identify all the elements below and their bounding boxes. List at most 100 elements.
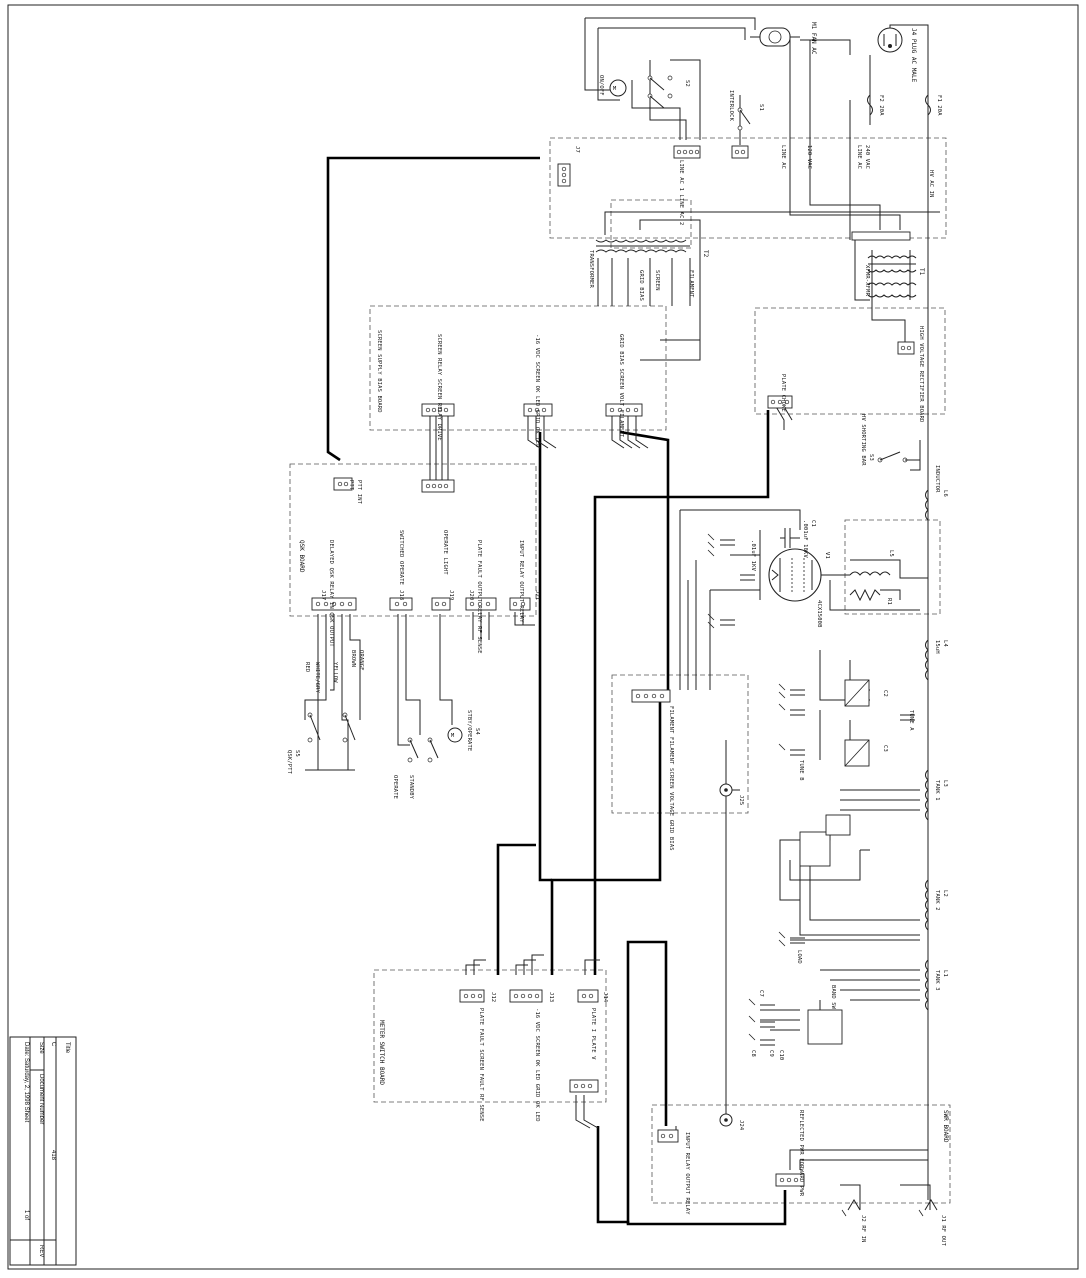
label-filament: FILAMENT — [688, 270, 694, 298]
label-swr-board: SWR BOARD — [942, 1110, 949, 1143]
label-f2: F2 20A — [878, 95, 884, 116]
rf-in-jack-symbol — [841, 1199, 861, 1217]
label-j17: J17 — [320, 590, 326, 600]
connector-screen-relay-2 — [421, 479, 455, 493]
connector-screen-relay — [421, 403, 455, 417]
label-s1: S1 — [758, 104, 764, 111]
capacitor-c1-symbol — [780, 528, 800, 548]
label-input-relay: INPUT RELAY OUTPUT RELAY — [684, 1132, 690, 1215]
plug-j4-symbol — [877, 27, 903, 53]
label-meter-j12: PLATE FAULT SCREEN FAULT RF SENSE — [478, 1008, 484, 1122]
label-t2: T2 — [702, 250, 709, 258]
label-plate-fault: PLATE FAULT OUTPUT RELAY RF SENSE — [476, 540, 482, 654]
label-hv-rectifier: HIGH VOLTAGE RECTIFIER BOARD — [918, 326, 924, 422]
meter-switch-board-outline — [373, 969, 607, 1103]
variable-cap-c3-symbol — [844, 739, 870, 767]
label-l1: L1 — [942, 970, 948, 977]
label-tune-b: TUNE B — [798, 760, 804, 781]
label-hv-ac-in: HV AC IN — [928, 170, 934, 198]
label-input-relay-2: INPUT RELAY OUTPUT RELAY — [518, 540, 524, 623]
doc-number-label: Document Number — [38, 1074, 44, 1124]
label-inductor: INDUCTOR — [934, 465, 940, 493]
label-j21: J21 — [534, 590, 540, 600]
connector-hv-rectifier — [897, 341, 915, 355]
label-operate-light: OPERATE LIGHT — [442, 530, 448, 575]
label-tank2: TANK 2 — [934, 890, 940, 911]
svg-text:M: M — [613, 86, 617, 92]
switch-s2-symbol — [647, 75, 673, 109]
label-j24: J24 — [738, 1120, 744, 1130]
transformer-t1-symbol — [867, 255, 917, 298]
label-j20: J20 — [468, 590, 474, 600]
connector-j23 — [631, 689, 671, 703]
fan-m1-symbol — [750, 27, 800, 47]
size-label: Size — [38, 1042, 44, 1054]
svg-text:M: M — [451, 733, 455, 739]
connector-bias-vdc — [523, 403, 553, 417]
sheet-border — [7, 4, 1079, 1270]
label-cx-val: .01uF 1KV — [750, 540, 756, 572]
label-wire-orange: ORANGE — [358, 650, 364, 671]
connector-input-relay — [657, 1129, 679, 1143]
label-wire-red: RED — [304, 662, 310, 672]
label-v1: V1 — [824, 552, 830, 559]
connector-j13 — [509, 989, 543, 1003]
connector-j21 — [509, 597, 531, 611]
label-l2: L2 — [942, 890, 948, 897]
coax-j25-symbol — [719, 783, 733, 797]
label-r1: R1 — [886, 598, 892, 605]
label-qsk-lines: DELAYED QSK RELAY IN QSK OUTPUT — [328, 540, 334, 647]
title-label: Title — [64, 1042, 70, 1054]
transformer-t2-symbol — [595, 239, 690, 253]
connector-swr — [775, 1173, 805, 1187]
label-operate: OPERATE — [392, 775, 398, 799]
label-c1: C1 — [810, 520, 816, 527]
label-screen-supply: SCREEN SUPPLY BIAS BOARD — [376, 330, 382, 413]
label-c3: C3 — [882, 745, 888, 752]
screen-supply-board-outline — [369, 305, 667, 431]
label-wire-brown: BROWN — [350, 650, 356, 667]
label-c8: C8 — [750, 1050, 756, 1057]
band-switch-1-symbol — [799, 814, 851, 867]
label-screen-relay: SCREEN RELAY SCREEN RELAY DRIVE — [436, 334, 442, 441]
connector-j14 — [577, 989, 599, 1003]
label-wire-yellow: YELLOW — [332, 662, 338, 683]
label-band-sw: BAND SW — [830, 985, 836, 1010]
label-l5: L5 — [888, 550, 894, 557]
connector-t1-out — [851, 231, 911, 241]
switch-s5-symbol — [305, 712, 356, 771]
label-meter-j13: -16 VDC SCREEN OK LED GRID OK LED — [534, 1008, 540, 1122]
label-on-off: ON/OFF — [598, 75, 604, 96]
label-bias-vdc: -16 VDC SCREEN OK LED GRID OK LED — [534, 334, 540, 448]
tune-caps-ground — [778, 683, 915, 756]
connector-j12 — [459, 989, 485, 1003]
size-value: C — [50, 1042, 56, 1047]
switch-s1-symbol — [737, 107, 751, 131]
label-j18: J18 — [398, 590, 404, 600]
connector-j17 — [311, 597, 357, 611]
label-j1: J1 RF OUT — [940, 1215, 946, 1247]
label-j25: J25 — [738, 795, 744, 805]
bypass-cap-group — [707, 533, 755, 629]
hv-shorting-switch-symbol — [877, 451, 920, 463]
label-hv-xfmr: XFMR-XFMR — [864, 265, 870, 297]
label-j7: J7 — [574, 146, 580, 153]
label-tank3: TANK 3 — [934, 970, 940, 991]
label-grid-block: FILAMENT FILAMENT SCREEN VOLTAGE GRID BI… — [668, 706, 674, 851]
title-block: Title Size Document Number C 418 REV Dat… — [9, 1036, 77, 1266]
label-c10: C10 — [778, 1050, 784, 1060]
tube-v1-symbol — [768, 548, 822, 602]
qsk-board-outline — [289, 463, 537, 617]
label-j12: J12 — [490, 992, 496, 1002]
label-refl-fwd: REFLECTED PWR FORWARD PWR — [798, 1110, 804, 1197]
transformer-t2-outline — [610, 199, 692, 249]
inductor-l3-symbol — [925, 769, 929, 821]
tube-board-outline — [844, 519, 941, 615]
label-l6: L6 — [942, 490, 948, 497]
resistor-r1-symbol — [849, 588, 881, 602]
label-tune-a: TUNE A — [908, 710, 914, 731]
connector-j20 — [465, 597, 497, 611]
connector-meter-out — [569, 1079, 599, 1093]
label-qsk-board: QSK BOARD — [298, 540, 305, 573]
